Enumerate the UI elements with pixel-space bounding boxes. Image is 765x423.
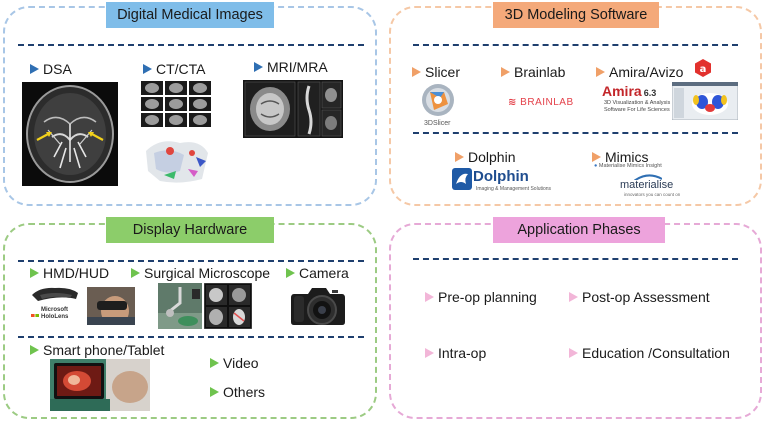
bullet-triangle-icon <box>412 67 421 78</box>
amira-badge-icon: a <box>695 59 711 77</box>
hololens-logo-text: Microsoft HoloLens <box>41 307 69 320</box>
item-post-op-assessment: Post-op Assessment <box>569 288 710 306</box>
item-ct-cta: CT/CTA <box>143 60 206 78</box>
item-education-consultation: Education /Consultation <box>569 344 730 362</box>
bullet-triangle-icon <box>254 62 263 73</box>
bullet-triangle-icon <box>569 292 578 303</box>
item-pre-op-planning: Pre-op planning <box>425 288 537 306</box>
surgical-microscope-photo <box>158 283 202 329</box>
bullet-triangle-icon <box>210 358 219 369</box>
cta-3d-render-image <box>140 131 212 187</box>
item-camera: Camera <box>286 264 349 282</box>
brainlab-mark-icon: ≋ <box>508 97 517 108</box>
ct-scan-grid-image <box>140 80 212 128</box>
bullet-triangle-icon <box>569 348 578 359</box>
panel-title-software: 3D Modeling Software <box>493 2 659 28</box>
bullet-triangle-icon <box>30 268 39 279</box>
item-smart-phone-tablet: Smart phone/Tablet <box>30 341 164 359</box>
separator <box>413 44 738 46</box>
bullet-triangle-icon <box>425 292 434 303</box>
separator <box>18 44 364 46</box>
bullet-triangle-icon <box>131 268 140 279</box>
separator <box>18 260 364 262</box>
microscope-monitor-image <box>204 283 252 329</box>
bullet-triangle-icon <box>143 64 152 75</box>
amira-screenshot-image <box>672 82 738 120</box>
item-dsa: DSA <box>30 60 72 78</box>
bullet-triangle-icon <box>210 387 219 398</box>
bullet-triangle-icon <box>30 345 39 356</box>
mri-image <box>243 80 343 138</box>
item-brainlab: Brainlab <box>501 63 565 81</box>
mimics-tagline: ● Materialise Mimics Insight <box>594 163 662 169</box>
bullet-triangle-icon <box>455 152 464 163</box>
materialise-logo-text: materialise <box>620 179 674 191</box>
item-surgical-microscope: Surgical Microscope <box>131 264 270 282</box>
tablet-photo <box>50 359 150 411</box>
panel-title-phases: Application Phases <box>493 217 665 243</box>
amira-tagline: 3D Visualization & Analysis Software For… <box>604 100 671 113</box>
slicer-logo-icon <box>418 82 458 118</box>
separator <box>413 258 738 260</box>
svg-text:a: a <box>700 64 707 75</box>
materialise-tagline: innovators you can count on <box>624 192 681 197</box>
hmd-user-photo <box>87 287 135 325</box>
camera-image <box>290 284 346 326</box>
item-amira-avizo: Amira/Avizo <box>596 63 683 81</box>
materialise-mark-icon: ● <box>594 163 598 169</box>
materialise-swoosh-icon <box>634 170 662 180</box>
panel-title-hardware: Display Hardware <box>106 217 274 243</box>
bullet-triangle-icon <box>286 268 295 279</box>
dolphin-logo-icon <box>452 168 472 190</box>
slicer-logo-text: 3DSlicer <box>424 120 451 127</box>
dolphin-logo-text: Dolphin <box>473 168 529 185</box>
brainlab-logo: ≋ BRAINLAB <box>508 97 574 108</box>
hololens-headset-image <box>30 285 80 305</box>
item-slicer: Slicer <box>412 63 460 81</box>
bullet-triangle-icon <box>425 348 434 359</box>
item-hmd-hud: HMD/HUD <box>30 264 109 282</box>
bullet-triangle-icon <box>596 67 605 78</box>
bullet-triangle-icon <box>592 152 601 163</box>
bullet-triangle-icon <box>30 64 39 75</box>
item-intra-op: Intra-op <box>425 344 486 362</box>
item-mimics: Mimics <box>592 148 649 166</box>
dolphin-tagline: Imaging & Management Solutions <box>476 186 552 192</box>
microsoft-logo-icon <box>31 309 39 317</box>
item-video: Video <box>210 354 259 372</box>
item-others: Others <box>210 383 265 401</box>
separator <box>18 336 364 338</box>
panel-title-images: Digital Medical Images <box>106 2 274 28</box>
item-dolphin: Dolphin <box>455 148 515 166</box>
item-mri-mra: MRI/MRA <box>254 58 328 76</box>
separator <box>413 132 738 134</box>
bullet-triangle-icon <box>501 67 510 78</box>
panel-application-phases <box>389 223 762 419</box>
dsa-image <box>22 82 118 186</box>
